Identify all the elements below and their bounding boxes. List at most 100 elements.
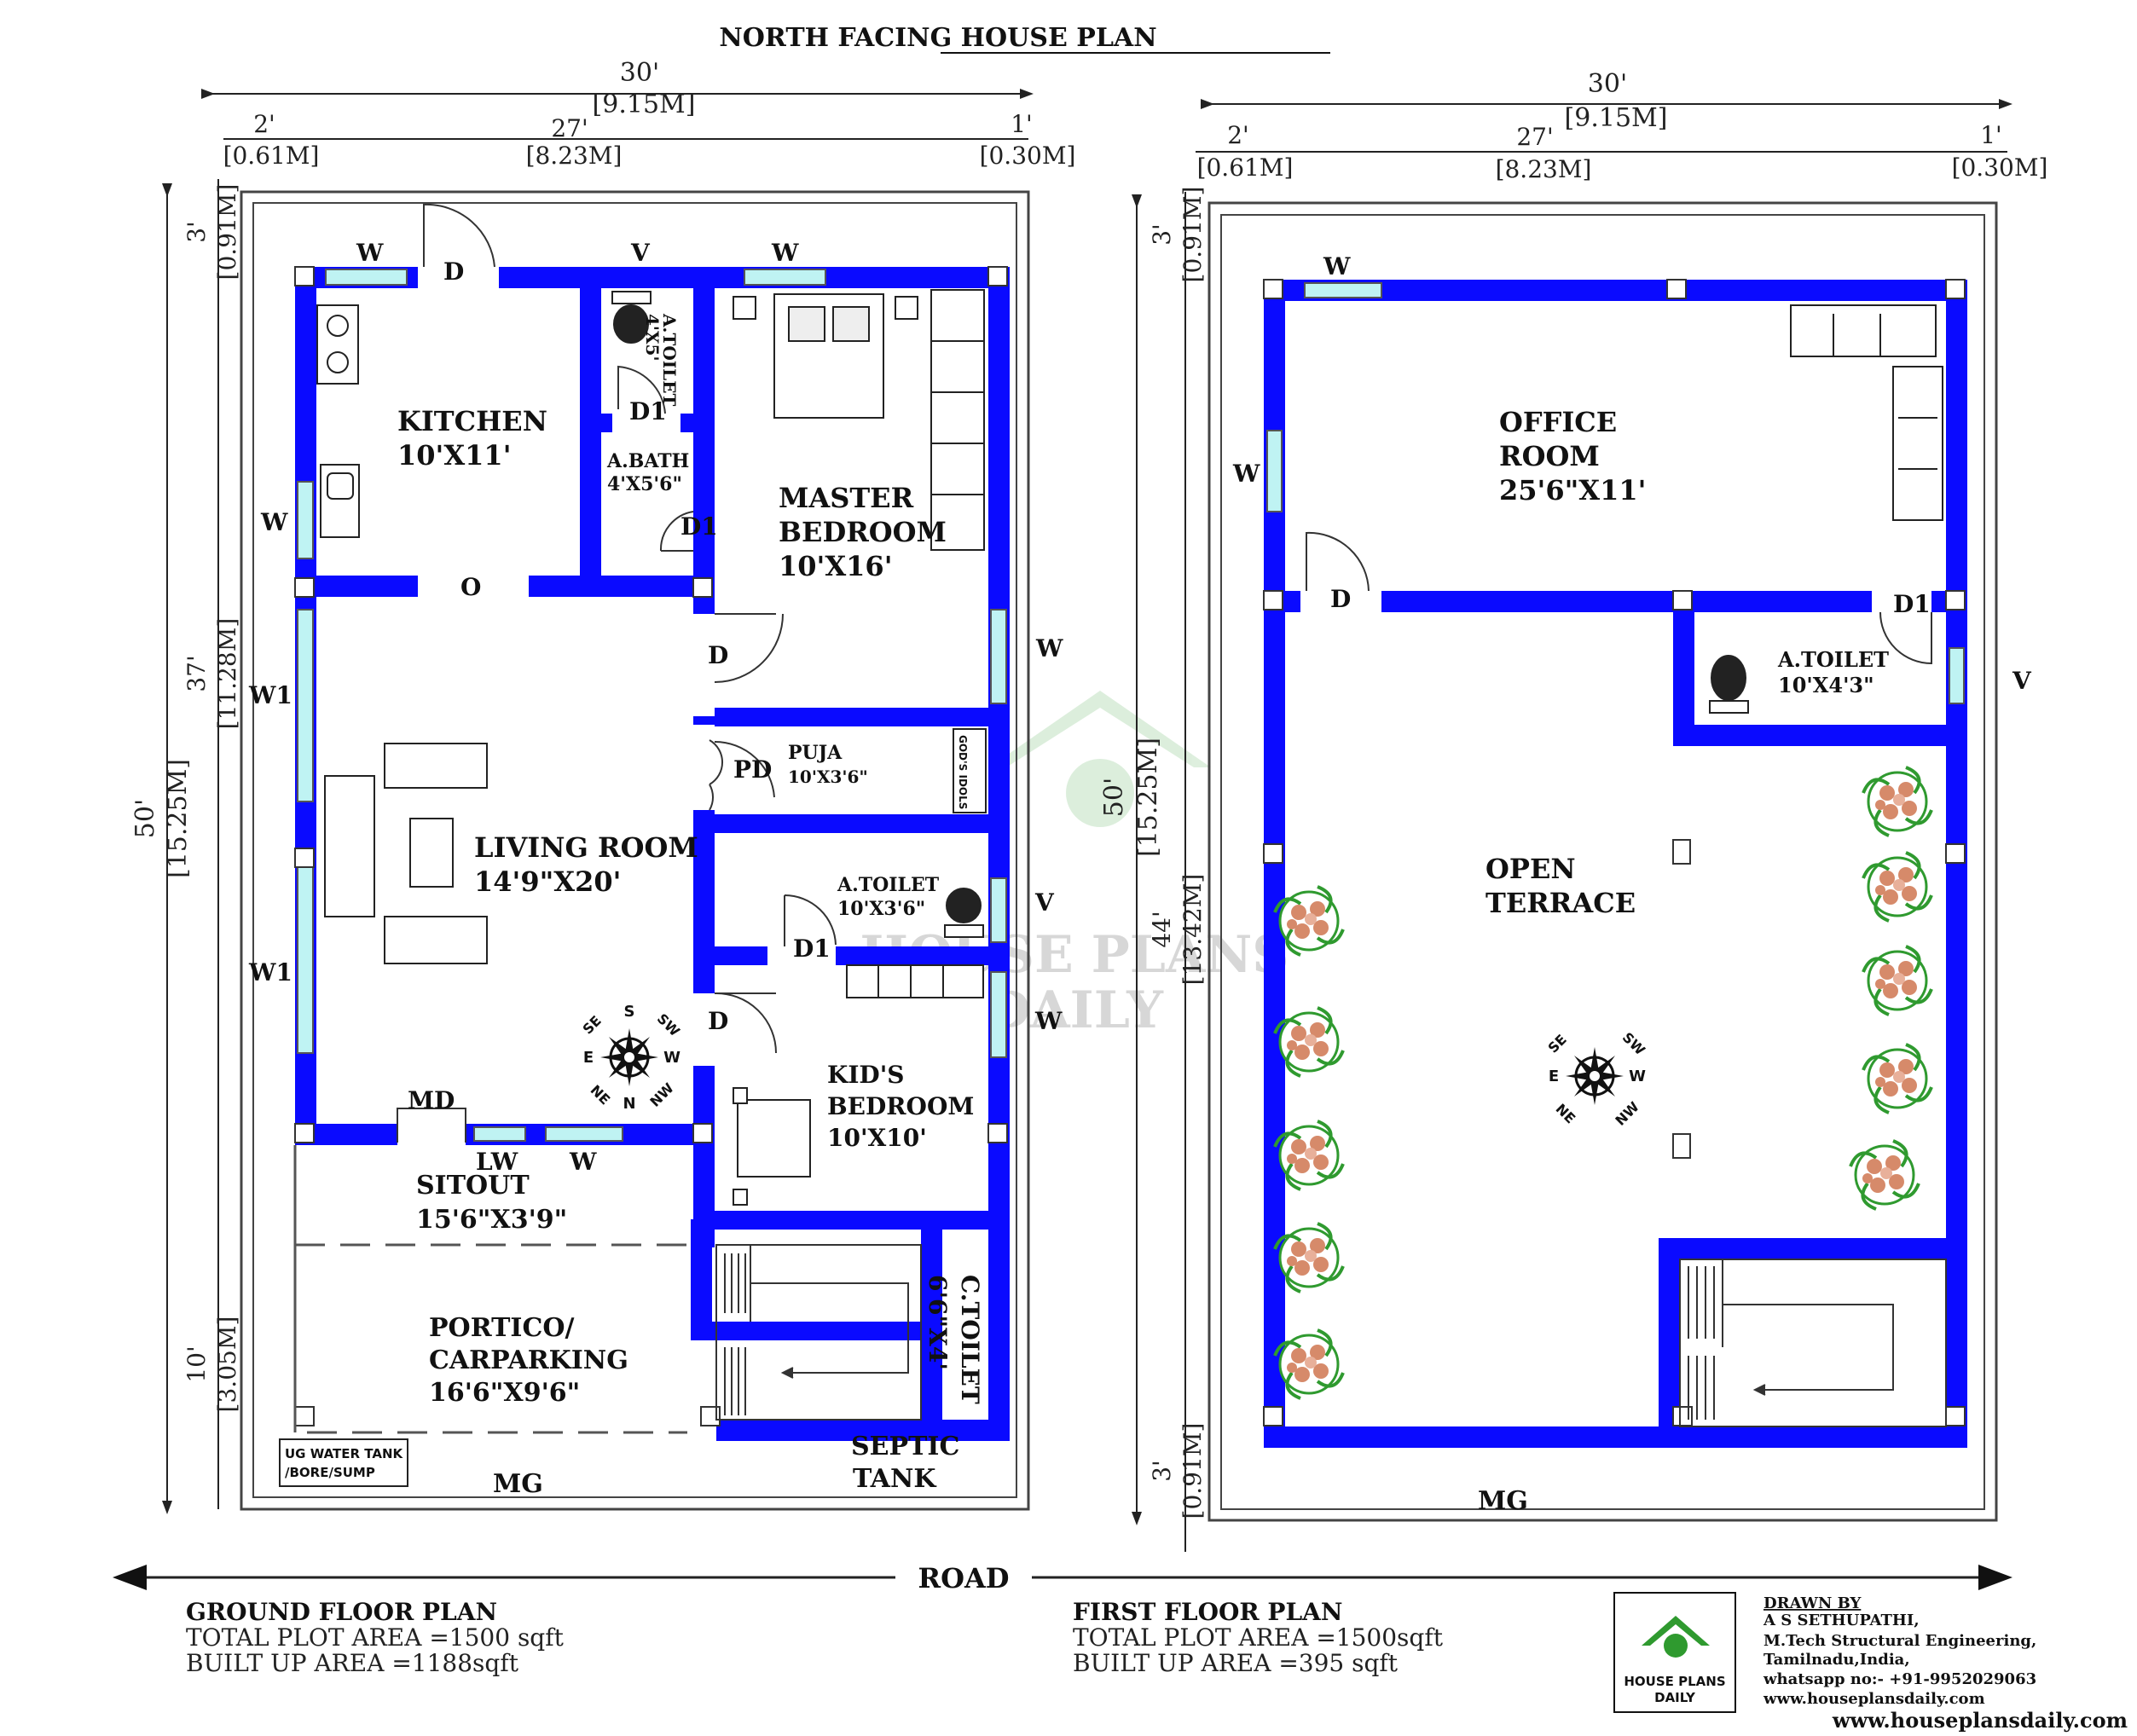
first-plot-inner <box>1220 214 1985 1510</box>
first-column-blocks <box>1263 279 1966 1426</box>
ground-plot-outer <box>240 190 1030 1511</box>
first-floor-plan: 30' [9.15M] 2' [0.61M] 27' [8.23M] 1' [0… <box>1073 69 2047 1677</box>
logo-text-2: DAILY <box>1654 1690 1696 1705</box>
ground-dim-left-b-ft: 37' <box>182 655 211 692</box>
ug-tank-box <box>279 1438 408 1487</box>
kids-label-1: KID'S <box>827 1061 905 1089</box>
plant-icon <box>1862 851 1933 923</box>
ground-tag-md: MD <box>408 1086 455 1114</box>
first-compass-icon: SE SW E W NE NW <box>1544 1029 1648 1129</box>
first-dim-top-total-m: [9.15M] <box>1565 103 1668 133</box>
credits-line-2: A S SETHUPATHI, <box>1763 1612 1920 1629</box>
atoilet2-size: 10'X3'6" <box>837 898 925 920</box>
living-room-label: LIVING ROOM <box>474 831 698 864</box>
office-size: 25'6"X11' <box>1499 474 1646 506</box>
sitout-label: SITOUT <box>416 1171 530 1201</box>
ground-tag-w4: W <box>1035 634 1063 663</box>
ground-opening-tags: W D V W D1 D1 W O D W W1 PD V D1 W1 W D … <box>248 239 1063 1176</box>
ground-tag-v2: V <box>1034 888 1055 917</box>
first-tag-w2: W <box>1232 460 1260 488</box>
portico-label-2: CARPARKING <box>429 1345 628 1375</box>
ground-dim-top-c-m: [0.30M] <box>980 142 1076 170</box>
plant-icon <box>1862 945 1933 1016</box>
ground-dim-left-a-m: [0.91M] <box>213 184 241 281</box>
svg-text:NW: NW <box>1612 1098 1642 1129</box>
ground-tag-w1-2: W1 <box>248 958 292 987</box>
office-label-2: ROOM <box>1499 440 1600 472</box>
ground-tag-d1: D1 <box>629 397 667 425</box>
sofa-icon <box>384 743 488 789</box>
ground-tag-d1-2: D1 <box>680 512 718 541</box>
plant-icon <box>1862 1043 1933 1114</box>
plant-icon <box>1849 1139 1920 1211</box>
ground-dim-top-total-m: [9.15M] <box>593 90 696 119</box>
ground-door-swings <box>397 203 837 1143</box>
ground-compass-icon: S SE SW E W NE N NW <box>579 1003 683 1113</box>
ground-tag-d: D <box>443 258 464 286</box>
first-furniture <box>1709 304 1943 714</box>
ground-caption-title: GROUND FLOOR PLAN <box>186 1598 497 1626</box>
ground-dim-top-total-ft: 30' <box>620 58 659 88</box>
first-dim-top-b-m: [8.23M] <box>1496 155 1592 183</box>
toilet2-icon <box>946 888 982 923</box>
first-dim-left-b-m: [13.42M] <box>1179 874 1207 986</box>
ground-windows <box>297 269 1007 1142</box>
master-size: 10'X16' <box>779 550 892 582</box>
first-dim-left-a-m: [0.91M] <box>1179 187 1207 283</box>
puja-label: PUJA <box>788 742 843 764</box>
master-label-1: MASTER <box>779 482 914 514</box>
svg-text:E: E <box>583 1049 594 1067</box>
first-dim-top-c-ft: 1' <box>1980 121 2002 149</box>
abath-label: A.BATH <box>606 450 689 472</box>
atoilet1-label: A.TOILET <box>659 313 680 406</box>
portico-size: 16'6"X9'6" <box>429 1378 580 1408</box>
coffee-table-icon <box>409 818 454 888</box>
ground-tag-d2: D <box>708 641 728 669</box>
first-dim-left-total-m: [15.25M] <box>1133 738 1163 857</box>
credits-line-3: M.Tech Structural Engineering, <box>1763 1632 2036 1650</box>
ground-dim-top-b-ft: 27' <box>551 114 588 142</box>
office-sofa-side-icon <box>1892 366 1943 521</box>
portico-label-1: PORTICO/ <box>429 1313 574 1343</box>
svg-text:NE: NE <box>588 1082 614 1108</box>
ground-tag-w: W <box>356 239 384 267</box>
abath-size: 4'X5'6" <box>607 473 682 495</box>
svg-text:W: W <box>663 1049 680 1067</box>
study-shelf-icon <box>846 964 984 998</box>
pooja-door-swing <box>709 739 724 811</box>
ctoilet-size: 6'6"X4' <box>924 1275 952 1370</box>
kid-bed-icon <box>737 1099 811 1178</box>
first-caption-built: BUILT UP AREA =395 sqft <box>1073 1649 1399 1677</box>
first-dim-top-b-ft: 27' <box>1516 123 1553 151</box>
ground-dim-top-a-m: [0.61M] <box>223 142 320 170</box>
ground-dim-left-total-ft: 50' <box>130 799 160 838</box>
ground-dim-top-b-m: [8.23M] <box>526 142 623 170</box>
ground-floor-plan: 30' [9.15M] 2' [0.61M] 27' [8.23M] 1' [0… <box>130 58 1075 1677</box>
ground-caption-plot: TOTAL PLOT AREA =1500 sqft <box>186 1623 565 1652</box>
svg-text:SW: SW <box>1619 1029 1648 1058</box>
side-table-icon <box>733 296 756 320</box>
kitchen-label: KITCHEN <box>397 405 547 437</box>
ground-tag-w5: W <box>1034 1007 1063 1035</box>
sitout-size: 15'6"X3'9" <box>416 1205 567 1235</box>
master-label-2: BEDROOM <box>779 516 947 548</box>
first-tag-d: D <box>1330 585 1351 613</box>
plant-icon <box>1862 766 1933 837</box>
atoilet2-label: A.TOILET <box>837 874 940 896</box>
first-dim-top-a-m: [0.61M] <box>1197 153 1294 182</box>
first-dim-top-c-m: [0.30M] <box>1952 153 2048 182</box>
first-atoilet-label: A.TOILET <box>1777 647 1889 672</box>
first-dim-left-b-ft: 44' <box>1148 911 1176 947</box>
ground-room-labels: KITCHEN 10'X11' A.TOILET 4'X5' A.BATH 4'… <box>285 313 984 1499</box>
ground-tag-pd: PD <box>733 755 772 784</box>
ground-tag-v: V <box>630 239 651 267</box>
first-dim-left-total-ft: 50' <box>1099 778 1129 817</box>
first-tag-d1: D1 <box>1893 590 1931 618</box>
logo-house-icon <box>1642 1616 1710 1646</box>
ground-caption-built: BUILT UP AREA =1188sqft <box>186 1649 519 1677</box>
credits-line-4: Tamilnadu,India, <box>1763 1651 1910 1669</box>
credits: DRAWN BY A S SETHUPATHI, M.Tech Structur… <box>1763 1594 2036 1708</box>
first-dim-top-a-ft: 2' <box>1227 121 1249 149</box>
svg-text:W: W <box>1629 1068 1646 1085</box>
